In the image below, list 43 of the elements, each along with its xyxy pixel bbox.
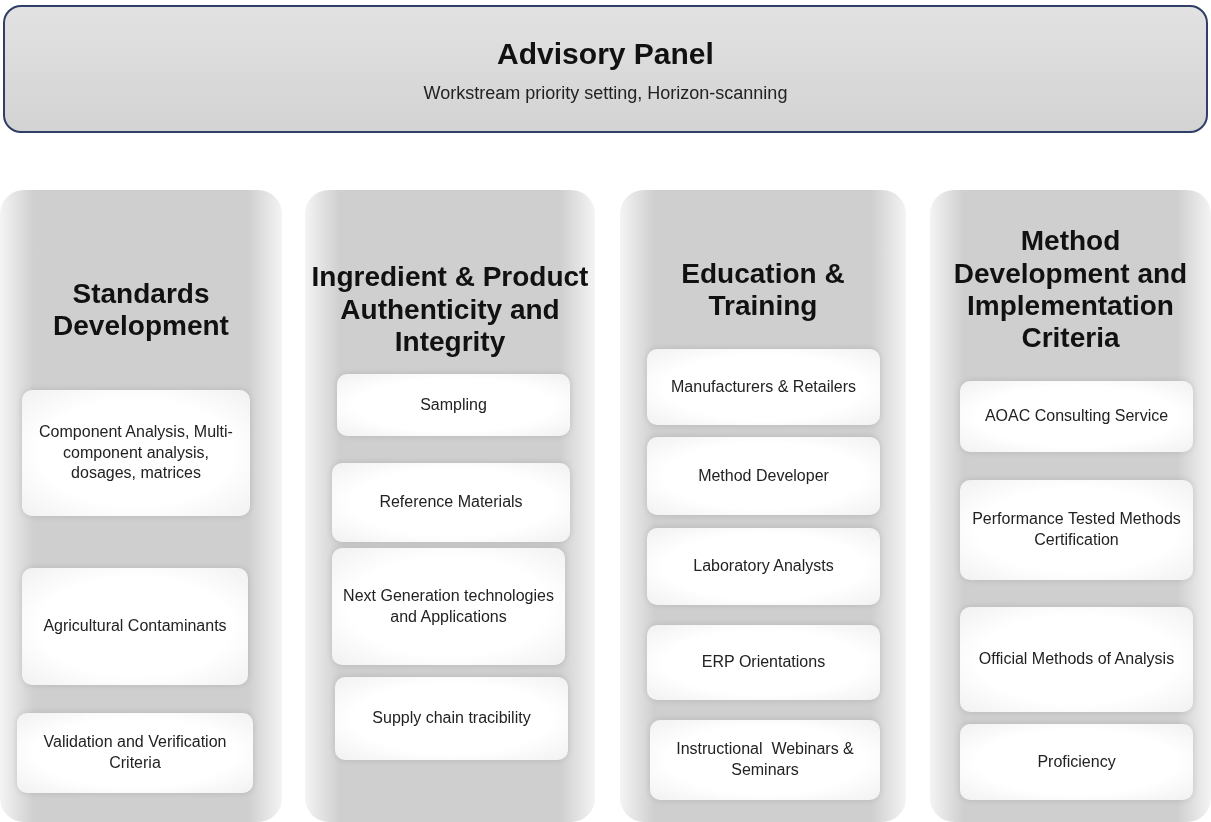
- item-box: [17, 713, 253, 793]
- item-box: [332, 463, 570, 542]
- column-panel: [0, 190, 282, 822]
- item-label: Proficiency: [1037, 751, 1116, 772]
- panel-title: Advisory Panel: [496, 37, 715, 71]
- item-box: [647, 437, 880, 515]
- item-label: Laboratory Analysts: [693, 556, 834, 577]
- item-label: Agricultural Contaminants: [43, 616, 227, 637]
- item-box: [960, 480, 1193, 580]
- item-label: Instructional Webinars & Seminars: [675, 739, 855, 780]
- column-heading: Standards Development: [52, 277, 230, 343]
- column-panel: [620, 190, 906, 822]
- column-panel: [930, 190, 1211, 822]
- panel-subtitle: Workstream priority setting, Horizon-scanning: [422, 83, 789, 104]
- item-label: Official Methods of Analysis: [978, 649, 1175, 670]
- item-box: [335, 677, 568, 760]
- item-label: Next Generation technologies and Applications: [342, 585, 555, 627]
- column-heading: Education & Training: [680, 257, 846, 323]
- item-box: [332, 548, 565, 665]
- item-label: ERP Orientations: [701, 652, 826, 673]
- column-heading: Ingredient & Product Authenticity and Integrity: [311, 261, 589, 359]
- item-label: Method Developer: [698, 465, 829, 486]
- item-box: [22, 390, 250, 516]
- column-panel: [305, 190, 595, 822]
- item-box: [650, 720, 880, 800]
- column-heading: Method Development and Implementation Criteria: [952, 225, 1189, 355]
- item-label: Manufacturers & Retailers: [671, 376, 856, 397]
- item-box: [647, 625, 880, 700]
- item-box: [337, 374, 570, 436]
- item-box: [960, 607, 1193, 712]
- item-label: AOAC Consulting Service: [984, 406, 1169, 427]
- item-label: Supply chain tracibility: [372, 708, 531, 729]
- item-label: Reference Materials: [379, 492, 523, 513]
- item-label: Performance Tested Methods Certification: [971, 509, 1182, 550]
- item-box: [647, 349, 880, 425]
- header-panel: [3, 5, 1208, 133]
- item-box: [22, 568, 248, 685]
- item-label: Component Analysis, Multi-component analysis, dosages, matrices: [38, 421, 234, 484]
- item-label: Validation and Verification Criteria: [42, 732, 228, 773]
- item-box: [960, 381, 1193, 452]
- item-box: [960, 724, 1193, 800]
- item-label: Sampling: [420, 394, 487, 415]
- item-box: [647, 528, 880, 605]
